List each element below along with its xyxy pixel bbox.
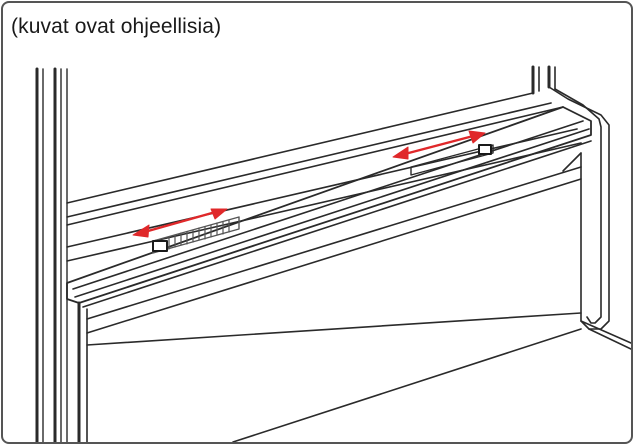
slide-slot-icon: [410, 144, 494, 176]
vent-grille-icon: [152, 216, 240, 254]
caption-text: (kuvat ovat ohjeellisia): [11, 15, 222, 38]
right-cabinet-wall: [531, 65, 631, 350]
left-cabinet-wall: [35, 67, 68, 442]
left-right-arrow-icon: [392, 130, 486, 160]
shelf-illustration: [35, 65, 631, 442]
shelf-lower-panel: [77, 152, 582, 442]
left-right-arrow-icon: [132, 208, 228, 238]
shelf-back-edge: [66, 92, 564, 226]
